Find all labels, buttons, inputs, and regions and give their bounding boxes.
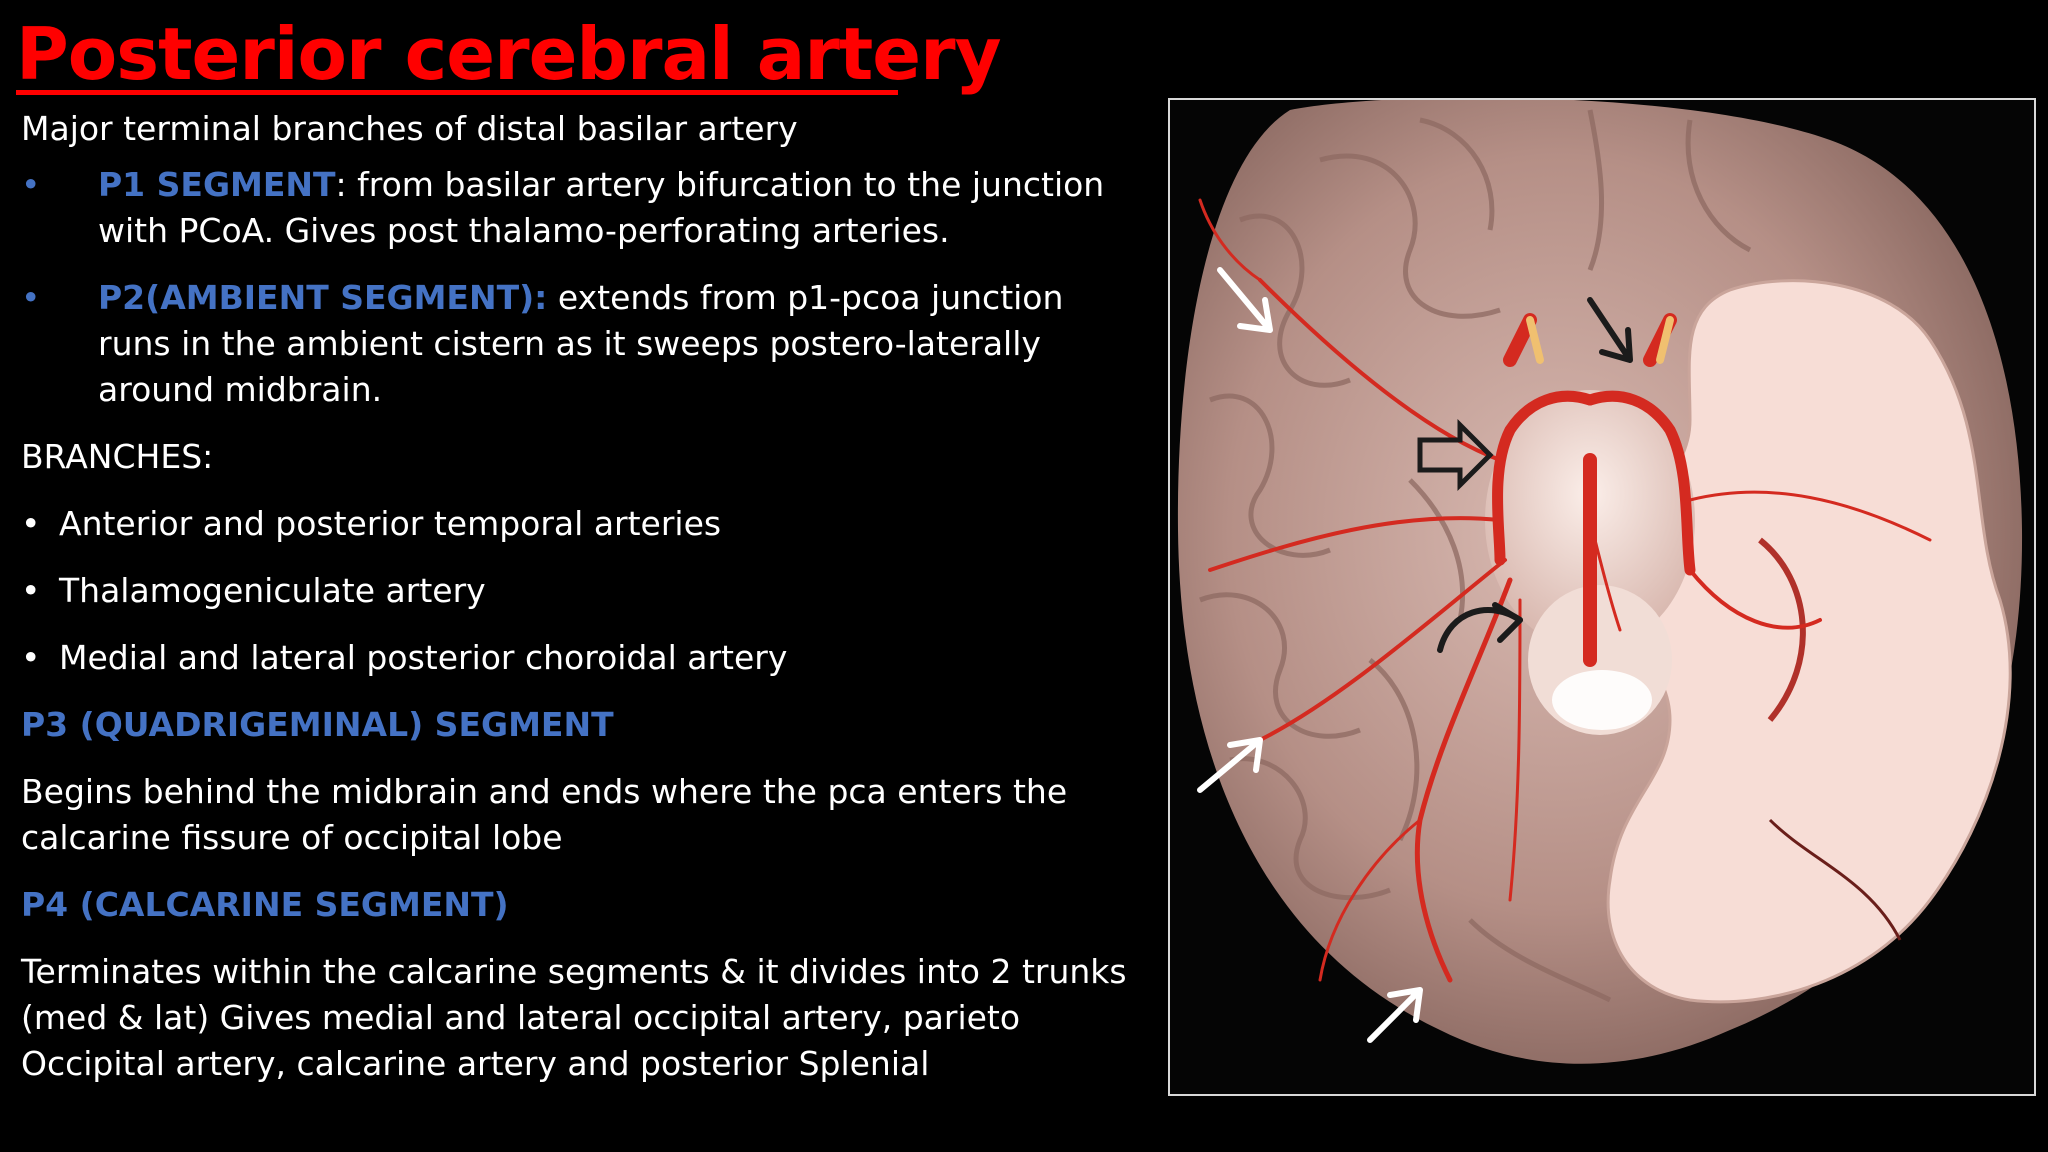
p4-text: Terminates within the calcarine segments… [21, 952, 1127, 1083]
bullet-icon: • [21, 278, 41, 317]
p3-text: Begins behind the midbrain and ends wher… [21, 772, 1068, 857]
p3-heading: P3 (QUADRIGEMINAL) SEGMENT [21, 705, 614, 744]
branches-heading: BRANCHES: [21, 437, 214, 476]
brain-base-diagram [1177, 100, 2023, 1064]
segment-item-p2: • P2(AMBIENT SEGMENT): extends from p1-p… [21, 275, 1141, 413]
intro-text: Major terminal branches of distal basila… [21, 109, 798, 148]
branch-text: Medial and lateral posterior choroidal a… [59, 638, 788, 677]
pcoa-segments [1526, 316, 1674, 364]
brain-illustration [1168, 98, 2036, 1096]
branch-item: • Medial and lateral posterior choroidal… [21, 635, 1141, 681]
segment-item-p1: • P1 SEGMENT: from basilar artery bifurc… [21, 162, 1141, 254]
title-underline [16, 90, 898, 95]
slide-title: Posterior cerebral artery [16, 12, 1002, 96]
bullet-icon: • [21, 165, 41, 204]
segment-text: : from basilar artery bifurcation to the… [98, 165, 1105, 250]
segment-text: extends from p1-pcoa junction runs in th… [98, 278, 1064, 409]
slide-content: Major terminal branches of distal basila… [21, 106, 1141, 1108]
arrow-icon [1197, 267, 1633, 1043]
bullet-icon: • [21, 504, 41, 543]
branch-item: • Anterior and posterior temporal arteri… [21, 501, 1141, 547]
segment-key: P2(AMBIENT SEGMENT): [98, 278, 548, 317]
artery-network [1198, 198, 1932, 983]
bullet-icon: • [21, 638, 41, 677]
open-arrow-icon [1417, 418, 1494, 492]
curved-arrow-icon [1437, 602, 1523, 653]
p4-heading: P4 (CALCARINE SEGMENT) [21, 885, 509, 924]
branch-text: Anterior and posterior temporal arteries [59, 504, 722, 543]
segment-key: P1 SEGMENT [98, 165, 336, 204]
branch-item: • Thalamogeniculate artery [21, 568, 1141, 614]
gyri-folds [1199, 109, 1752, 1003]
bullet-icon: • [21, 571, 41, 610]
branch-text: Thalamogeniculate artery [59, 571, 486, 610]
